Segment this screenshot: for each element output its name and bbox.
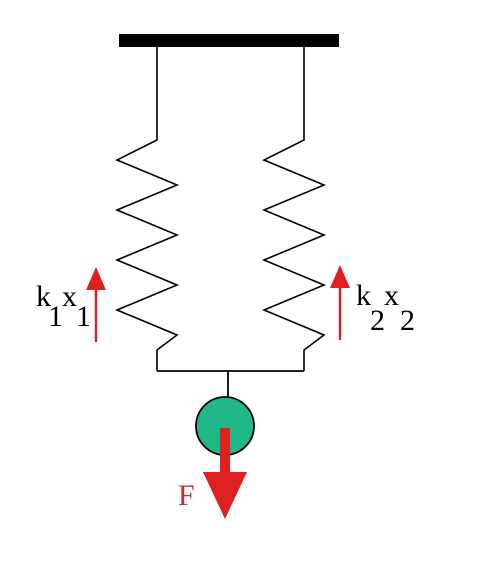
- applied-force-label: F: [178, 479, 195, 512]
- spring-2-x-sub: 2: [400, 304, 415, 337]
- spring-2-force-label: k 2 x 2: [356, 279, 415, 337]
- spring-2: [261, 47, 327, 371]
- spring-1-force-label: k 1 x 1: [36, 280, 91, 333]
- spring-2-force-arrow-head: [330, 265, 350, 288]
- ceiling-support: [119, 34, 339, 47]
- spring-1-k-sub: 1: [48, 300, 63, 333]
- applied-force-arrow-head: [203, 472, 247, 519]
- spring-2-k: k: [356, 279, 371, 312]
- spring-2-k-sub: 2: [370, 304, 385, 337]
- spring-1-x: x: [62, 280, 77, 313]
- spring-1: [114, 47, 180, 371]
- spring-2-x: x: [384, 279, 399, 312]
- spring-1-k: k: [36, 280, 51, 313]
- spring-1-x-sub: 1: [76, 300, 91, 333]
- applied-force-arrow-shaft: [220, 428, 230, 474]
- spring-1-force-arrow-head: [86, 267, 106, 290]
